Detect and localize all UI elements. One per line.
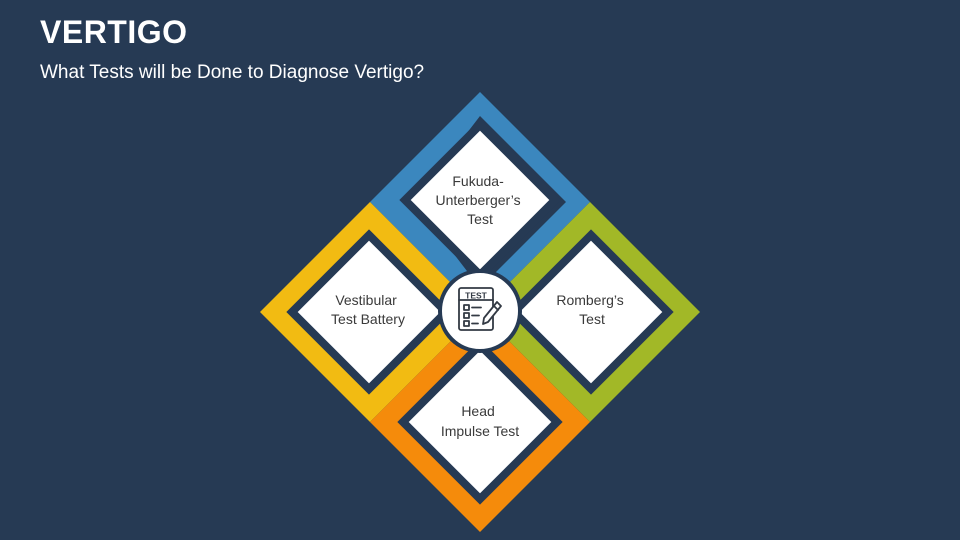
test-label-line: Romberg’s [556, 292, 623, 308]
test-label-right: Romberg’s Test [556, 292, 627, 327]
test-card-left [286, 229, 452, 395]
slide-title: VERTIGO [40, 14, 188, 50]
test-label-line: Fukuda- [452, 173, 504, 189]
test-label-line: Unterberger’s [436, 192, 521, 208]
test-card-right [508, 229, 674, 395]
test-card-bottom [397, 339, 563, 505]
test-clipboard-icon [458, 287, 502, 331]
test-block-bottom: Head Impulse Test [370, 312, 590, 532]
test-label-bottom: Head Impulse Test [441, 403, 519, 439]
test-label-line: Vestibular [335, 292, 397, 308]
test-block-right: Romberg’s Test [480, 202, 700, 422]
test-label-left: Vestibular Test Battery [331, 292, 405, 327]
test-label-line: Test [579, 311, 605, 327]
test-label-top: Fukuda- Unterberger’s Test [436, 173, 525, 227]
test-label-line: Test Battery [331, 311, 405, 327]
test-label-line: Test [467, 211, 493, 227]
slide-subtitle: What Tests will be Done to Diagnose Vert… [40, 62, 425, 83]
test-label-line: Impulse Test [441, 423, 519, 439]
test-label-line: Head [461, 403, 494, 419]
test-icon-text: TEST [465, 291, 488, 301]
center-hub: TEST [438, 269, 522, 353]
